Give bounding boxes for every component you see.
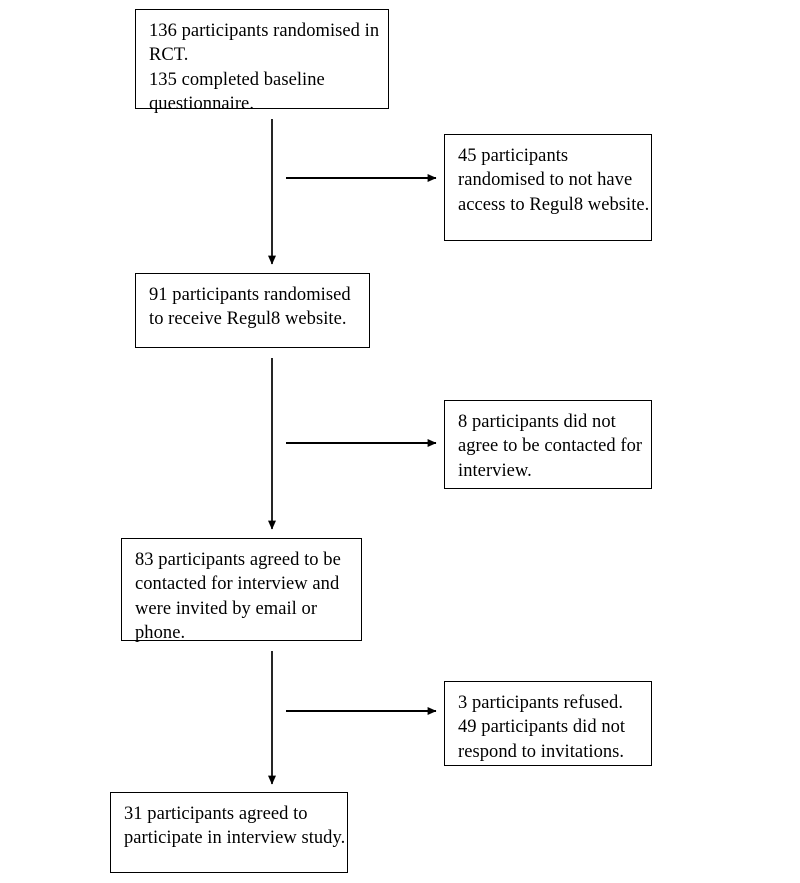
node-agreed-to-be-contacted: 83 participants agreed to be contacted f… bbox=[121, 538, 362, 643]
node-receive-regul8-website: 91 participants randomised to receive Re… bbox=[135, 273, 370, 348]
node-did-not-agree-contact: 8 participants did not agree to be conta… bbox=[444, 400, 652, 489]
node-agreed-to-participate-interview: 31 participants agreed to participate in… bbox=[110, 792, 348, 873]
node-randomised-in-rct: 136 participants randomised in RCT. 135 … bbox=[135, 9, 389, 114]
node-no-website-access: 45 participants randomised to not have a… bbox=[444, 134, 652, 241]
node-refused-or-no-response: 3 participants refused. 49 participants … bbox=[444, 681, 652, 766]
